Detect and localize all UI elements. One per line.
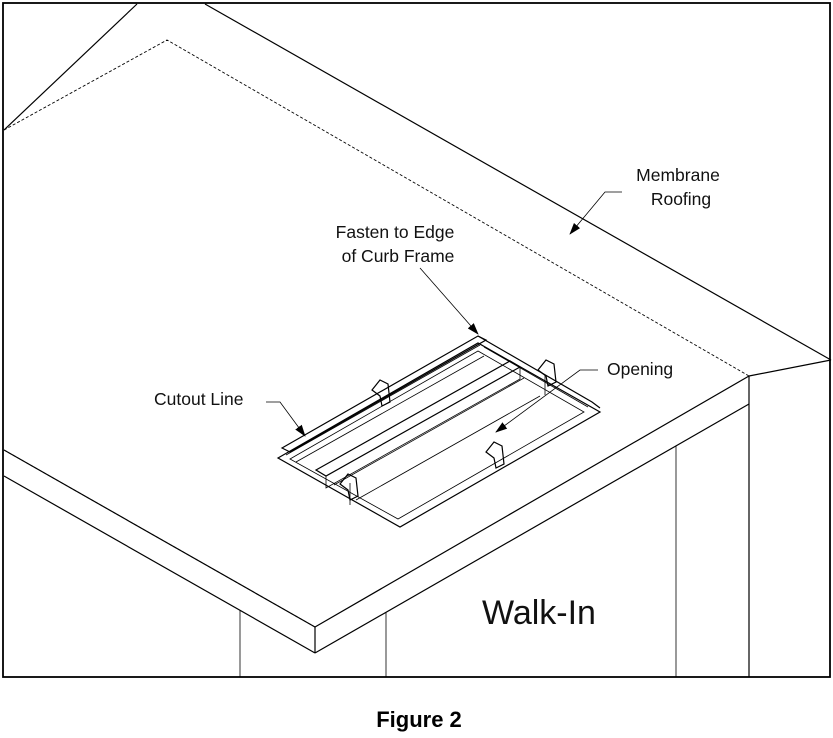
fasten-label-line2: of Curb Frame: [342, 246, 455, 266]
opening-label: Opening: [607, 359, 673, 379]
curb-frame: [276, 335, 602, 528]
opening-leader: [495, 369, 598, 433]
walk-in-box: [3, 3, 832, 677]
leader-arrows: [266, 191, 622, 437]
membrane-leader: [569, 191, 622, 235]
walkin-label: Walk-In: [482, 594, 596, 632]
cutout-leader: [266, 401, 306, 437]
cutout-label: Cutout Line: [154, 389, 244, 409]
fasten-label-line1: Fasten to Edge: [336, 222, 455, 242]
figure-frame: [2, 2, 831, 678]
membrane-edge-line: [3, 39, 750, 628]
figure-caption: Figure 2: [376, 707, 462, 732]
membrane-label-line1: Membrane: [636, 165, 720, 185]
fasten-leader: [419, 267, 479, 335]
membrane-label-line2: Roofing: [651, 189, 711, 209]
